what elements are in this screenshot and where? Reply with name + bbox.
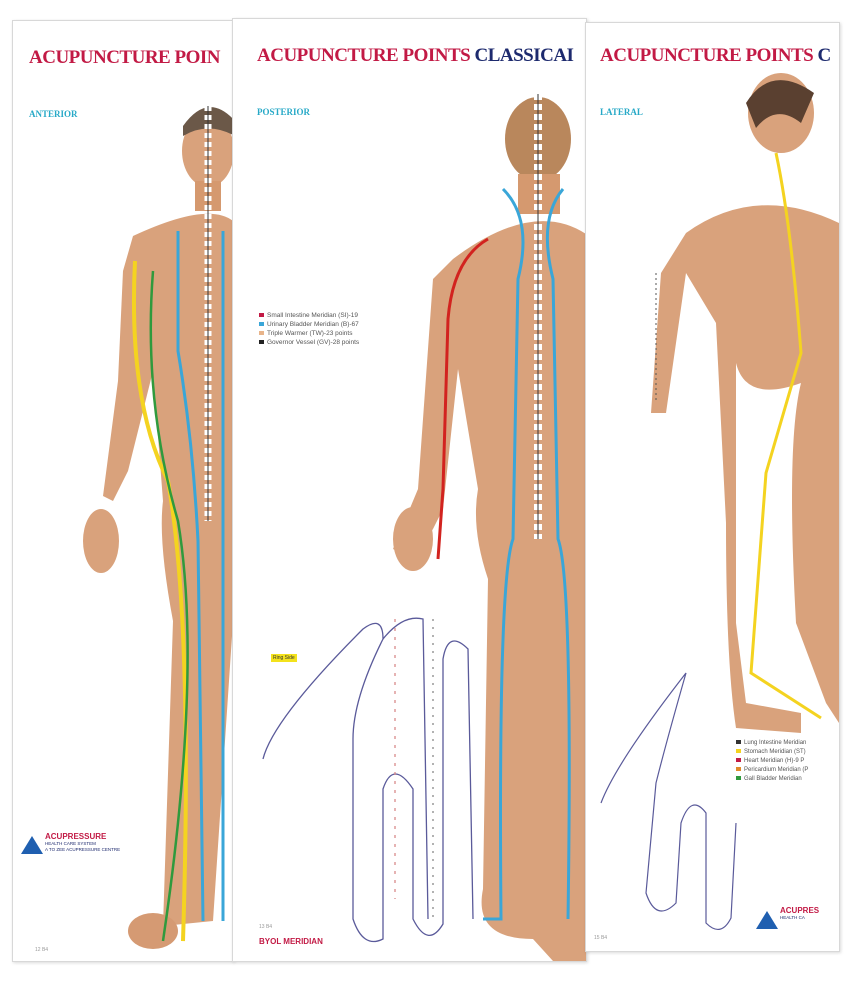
page-number: 12 B4 — [35, 947, 49, 953]
legend-item: Small Intestine Meridian (SI)-19 — [259, 311, 359, 320]
hand-side-tag: Ring Side — [271, 654, 297, 662]
posterior-chart-panel: ACUPUNCTURE POINTS CLASSICAI POSTERIOR S… — [232, 18, 587, 962]
logo-icon — [21, 836, 43, 854]
legend-item: Gall Bladder Meridian — [736, 775, 808, 784]
view-label: LATERAL — [600, 107, 643, 117]
legend-item: Stomach Meridian (ST) — [736, 748, 808, 757]
logo-icon — [756, 911, 778, 929]
posterior-body-figure — [262, 94, 586, 961]
chart-title: ACUPUNCTURE POINTS CLASSICAI — [257, 45, 574, 66]
view-label: POSTERIOR — [257, 107, 311, 117]
legend-item: Governor Vessel (GV)-28 points — [259, 338, 359, 347]
view-label: ANTERIOR — [29, 109, 78, 119]
hand-outline-figure — [600, 672, 737, 930]
lateral-body-figure — [600, 73, 839, 930]
legend-item: Urinary Bladder Meridian (B)-67 — [259, 320, 359, 329]
legend-item: Lung Intestine Meridian — [736, 739, 808, 748]
meridian-legend: Lung Intestine Meridian Stomach Meridian… — [736, 739, 808, 784]
chart-title: ACUPUNCTURE POIN — [29, 47, 220, 68]
legend-item: Heart Meridian (H)-9 P — [736, 757, 808, 766]
anterior-body-figure — [83, 106, 233, 949]
legend-item: Triple Warmer (TW)-23 points — [259, 329, 359, 338]
chart-title: ACUPUNCTURE POINTS C — [600, 45, 831, 66]
page-number: 13 B4 — [259, 924, 273, 930]
meridian-legend: Small Intestine Meridian (SI)-19 Urinary… — [259, 311, 359, 347]
page-number: 15 B4 — [594, 935, 608, 941]
hand-outline-figure — [262, 617, 474, 943]
meridian-footer: BYOL MERIDIAN — [259, 937, 323, 946]
legend-item: Pericardium Meridian (P — [736, 766, 808, 775]
lateral-chart-panel: ACUPUNCTURE POINTS C LATERAL Lung Intest… — [585, 22, 840, 952]
